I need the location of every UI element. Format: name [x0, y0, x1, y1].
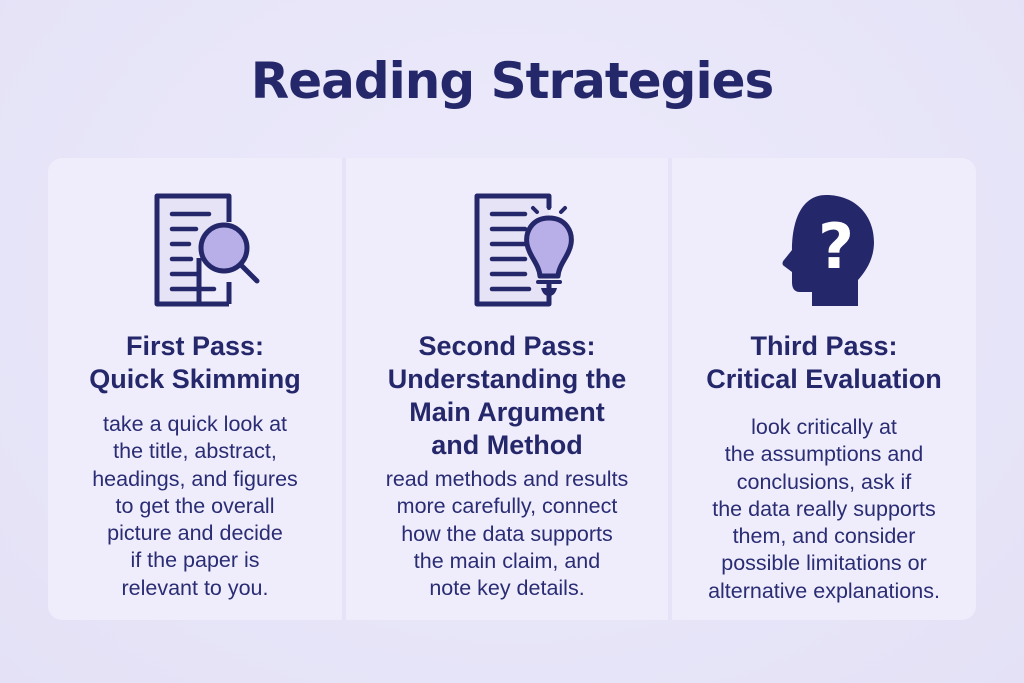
svg-text:?: ? — [818, 210, 854, 283]
body-line: the title, abstract, — [113, 439, 277, 464]
body-line: note key details. — [429, 576, 585, 601]
body-line: take a quick look at — [102, 412, 288, 436]
body-line: the main claim, and — [413, 548, 601, 573]
body-line: possible limitations or — [721, 551, 927, 576]
heading-line: Main Argument — [409, 397, 605, 427]
heading-line: Understanding the — [387, 364, 627, 394]
card-description: read methods and results more carefully,… — [346, 466, 668, 602]
card-heading: Third Pass: Critical Evaluation — [672, 330, 976, 396]
heading-line: First Pass: — [125, 331, 265, 361]
body-line: conclusions, ask if — [736, 469, 912, 494]
page-title: Reading Strategies — [250, 52, 775, 110]
body-line: more carefully, connect — [396, 494, 618, 519]
body-line: read methods and results — [385, 467, 629, 491]
card-heading: Second Pass: Understanding the Main Argu… — [346, 330, 668, 462]
card-description: take a quick look at the title, abstract… — [48, 411, 342, 602]
heading-line: and Method — [431, 430, 583, 460]
heading-line: Quick Skimming — [89, 364, 301, 394]
card-first-pass: First Pass: Quick Skimming take a quick … — [48, 158, 342, 620]
body-line: relevant to you. — [121, 575, 269, 600]
heading-line: Critical Evaluation — [706, 364, 942, 394]
heading-line: Third Pass: — [750, 331, 898, 361]
head-question-icon: ? — [782, 195, 874, 306]
card-third-pass: ? Third Pass: Critical Evaluation look c… — [672, 158, 976, 620]
body-line: picture and decide — [107, 521, 283, 546]
body-line: to get the overall — [115, 493, 275, 518]
document-lightbulb-icon — [474, 193, 574, 307]
body-line: them, and consider — [732, 524, 916, 549]
body-line: the data really supports — [712, 496, 936, 521]
body-line: alternative explanations. — [708, 578, 940, 603]
heading-line: Second Pass: — [418, 331, 596, 361]
card-description: look critically at the assumptions and c… — [672, 414, 976, 605]
body-line: how the data supports — [401, 521, 613, 546]
strategies-panel: First Pass: Quick Skimming take a quick … — [48, 158, 976, 620]
document-magnifier-icon — [154, 193, 260, 307]
card-second-pass: Second Pass: Understanding the Main Argu… — [346, 158, 668, 620]
card-heading: First Pass: Quick Skimming — [48, 330, 342, 396]
body-line: if the paper is — [130, 548, 260, 573]
body-line: look critically at — [751, 415, 897, 439]
body-line: headings, and figures — [92, 466, 298, 491]
body-line: the assumptions and — [724, 442, 924, 467]
